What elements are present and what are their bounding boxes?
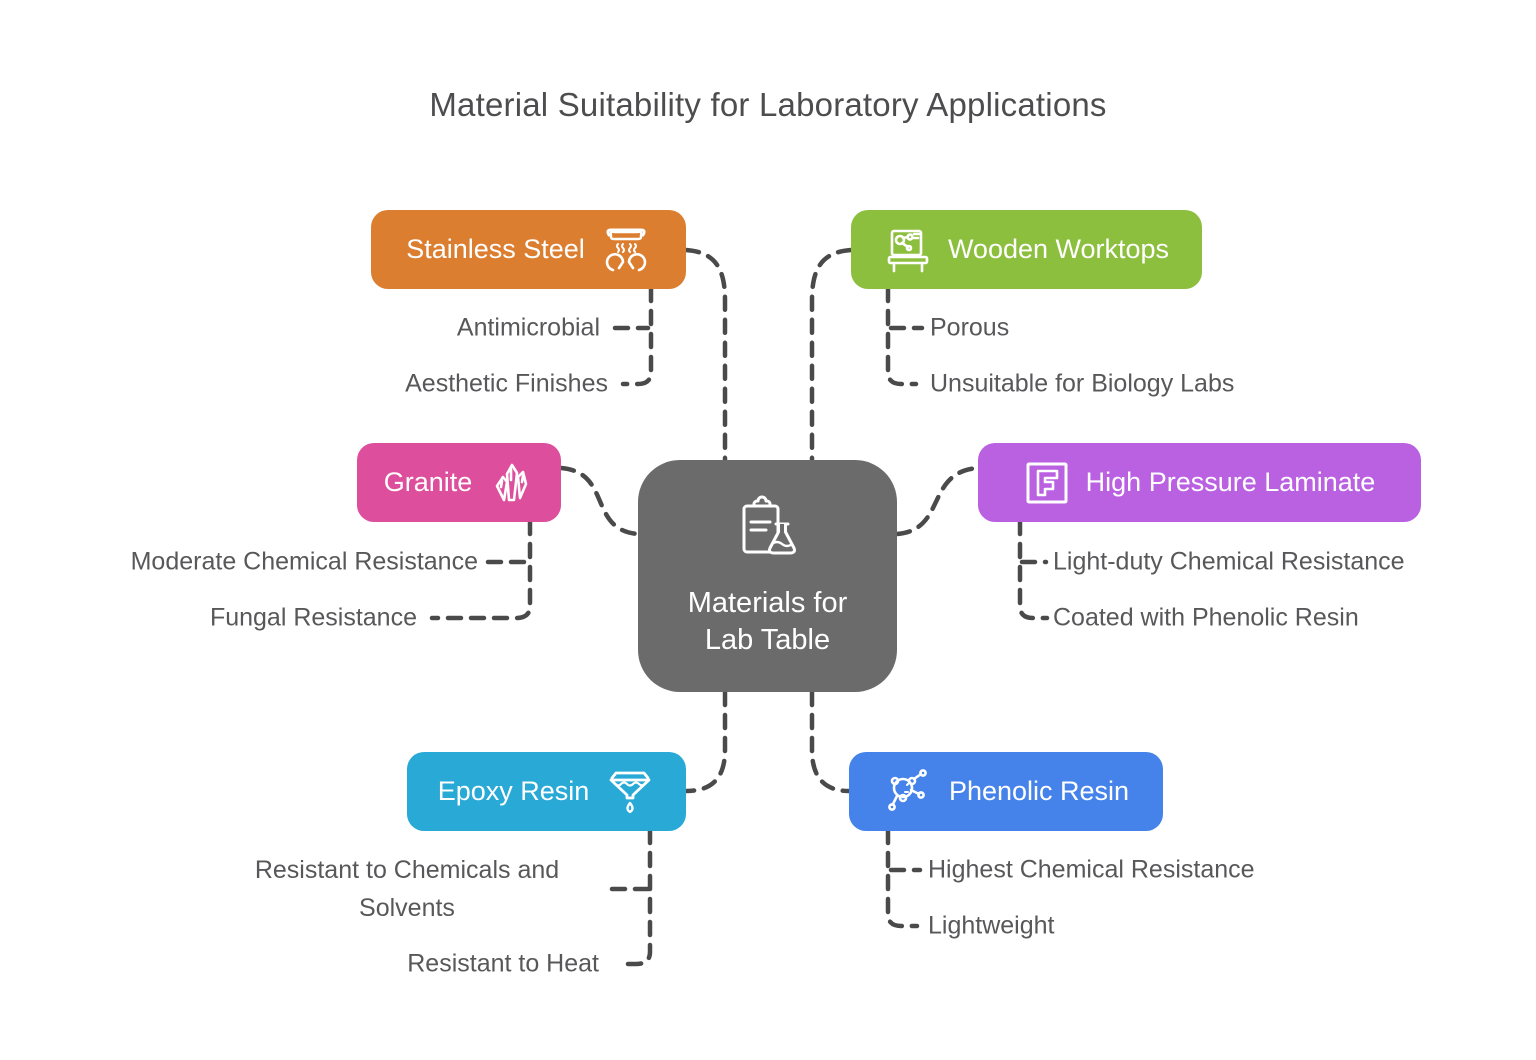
node-label: Wooden Worktops xyxy=(947,234,1170,264)
child-label-resistant-to-heat: Resistant to Heat xyxy=(407,949,599,978)
child-label-lightweight: Lightweight xyxy=(928,911,1055,940)
link-epoxy-center xyxy=(683,689,728,794)
center-label: Materials for Lab Table xyxy=(687,586,848,656)
molecule-icon xyxy=(883,768,933,816)
link-epoxy-child2 xyxy=(619,827,653,967)
node-label: High Pressure Laminate xyxy=(1085,467,1376,497)
link-granite-center xyxy=(558,465,641,537)
node-stainless-steel: Stainless Steel xyxy=(371,210,686,289)
node-wooden-worktops: Wooden Worktops xyxy=(851,210,1202,289)
crystal-icon xyxy=(488,460,534,506)
child-label-fungal-resistance: Fungal Resistance xyxy=(209,603,417,632)
link-stainless-child2 xyxy=(620,285,654,387)
child-label-unsuitable-biology-labs: Unsuitable for Biology Labs xyxy=(930,369,1235,398)
link-wooden-center xyxy=(809,247,854,463)
child-label-porous: Porous xyxy=(930,313,1010,342)
node-phenolic-resin: Phenolic Resin xyxy=(849,752,1163,831)
link-hpl-center xyxy=(894,465,981,537)
link-stainless-center xyxy=(683,247,728,463)
node-high-pressure-laminate: High Pressure Laminate xyxy=(978,443,1421,522)
child-label-resistant-chemicals-solvents: Resistant to Chemicals and Solvents xyxy=(254,856,560,922)
grill-steam-icon xyxy=(601,226,651,274)
link-hpl-child2 xyxy=(1017,518,1050,621)
workbench-icon xyxy=(884,226,932,274)
node-label: Granite xyxy=(383,467,473,497)
clipboard-flask-icon xyxy=(732,494,804,575)
node-epoxy-resin: Epoxy Resin xyxy=(407,752,686,831)
child-label-light-duty-chemical-resistance: Light-duty Chemical Resistance xyxy=(1053,547,1405,576)
funnel-drop-icon xyxy=(605,767,655,817)
child-label-antimicrobial: Antimicrobial xyxy=(456,313,600,342)
child-label-highest-chemical-resistance: Highest Chemical Resistance xyxy=(928,855,1255,884)
link-phenolic-center xyxy=(809,689,852,794)
child-label-coated-with-phenolic-resin: Coated with Phenolic Resin xyxy=(1053,603,1359,632)
page-title: Material Suitability for Laboratory Appl… xyxy=(429,86,1107,123)
child-label-aesthetic-finishes: Aesthetic Finishes xyxy=(405,369,608,398)
link-phenolic-child2 xyxy=(885,827,920,929)
node-label: Epoxy Resin xyxy=(437,776,590,806)
child-label-moderate-chemical-resistance: Moderate Chemical Resistance xyxy=(130,547,478,576)
node-granite: Granite xyxy=(357,443,561,522)
node-label: Phenolic Resin xyxy=(948,776,1130,806)
link-wooden-child2 xyxy=(885,285,919,387)
node-center-materials-for-lab-table: Materials for Lab Table xyxy=(638,460,897,692)
framed-f-laminate-icon xyxy=(1024,460,1070,506)
node-label: Stainless Steel xyxy=(406,234,585,264)
